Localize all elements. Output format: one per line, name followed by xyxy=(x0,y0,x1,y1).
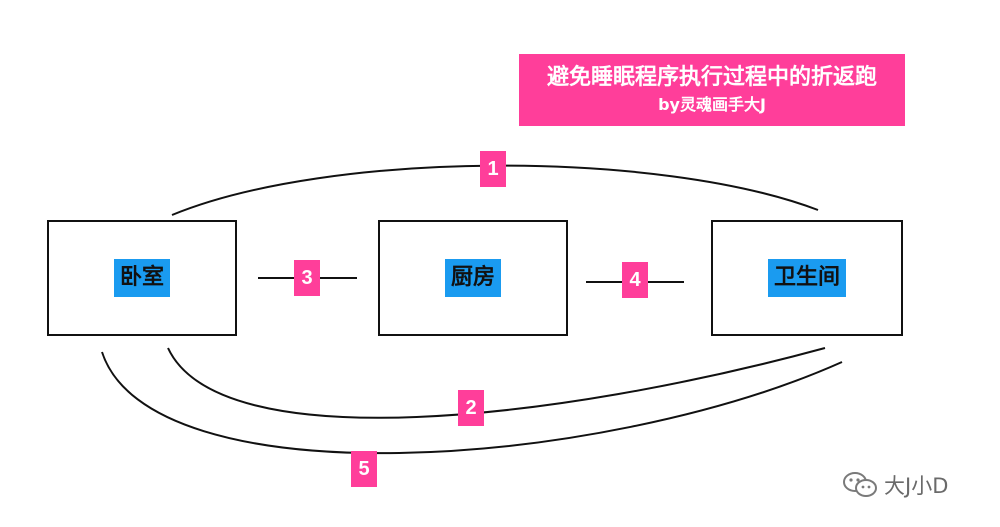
route-badge-1: 1 xyxy=(480,151,506,187)
route-badge-2: 2 xyxy=(458,390,484,426)
route-badge-4: 4 xyxy=(622,262,648,298)
watermark-text: 大J小D xyxy=(884,474,949,498)
room-kitchen-label: 厨房 xyxy=(444,259,501,297)
route-5-line xyxy=(101,351,843,455)
title-main: 避免睡眠程序执行过程中的折返跑 xyxy=(546,65,877,90)
route-badge-3: 3 xyxy=(294,260,320,296)
room-bedroom-label: 卧室 xyxy=(113,259,170,297)
title-author: by灵魂画手大J xyxy=(658,95,766,114)
watermark: 大J小D xyxy=(842,470,948,500)
room-kitchen: 厨房 xyxy=(378,220,568,336)
wechat-icon xyxy=(843,472,877,497)
room-bathroom-label: 卫生间 xyxy=(767,259,846,297)
route-2-line xyxy=(167,347,826,419)
title-banner: 避免睡眠程序执行过程中的折返跑 by灵魂画手大J xyxy=(519,54,905,126)
room-bathroom: 卫生间 xyxy=(711,220,903,336)
route-badge-5: 5 xyxy=(351,451,377,487)
room-bedroom: 卧室 xyxy=(47,220,237,336)
